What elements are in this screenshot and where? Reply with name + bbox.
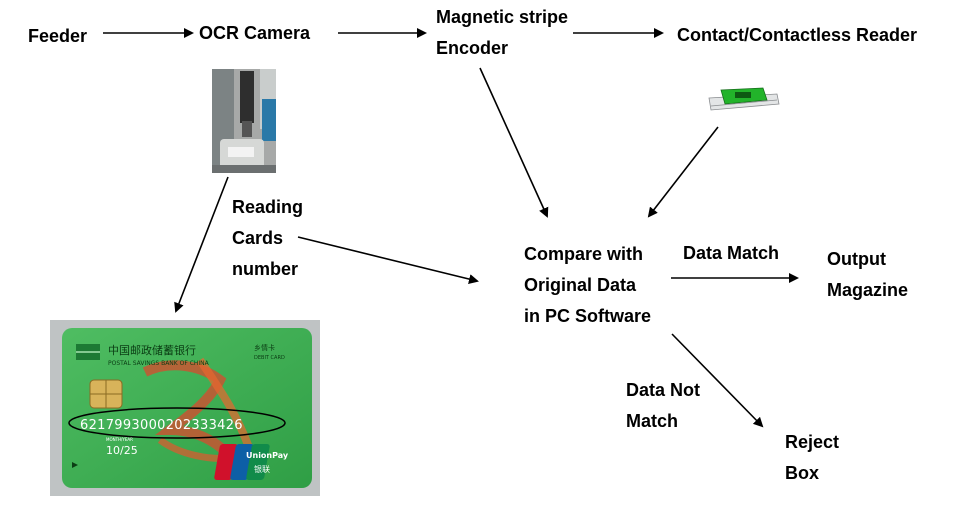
card-type-en: DEBIT CARD xyxy=(254,355,285,361)
chip-icon xyxy=(89,379,123,409)
magnetic-encoder-label: Magnetic stripe Encoder xyxy=(436,7,569,58)
card-type-cn: 乡情卡 xyxy=(254,343,275,352)
feeder-label: Feeder xyxy=(28,26,88,46)
unionpay-en: UnionPay xyxy=(246,451,289,460)
compare-label: Compare with Original Data in PC Softwar… xyxy=(524,244,652,326)
arrow-reading-to-compare xyxy=(297,236,479,284)
arrow-camera-to-card xyxy=(174,176,229,313)
arrow-compare-to-reject xyxy=(671,333,764,428)
arrow-reader-to-compare xyxy=(647,126,719,218)
bank-card-photo: 中国邮政储蓄银行 POSTAL SAVINGS BANK OF CHINA 乡情… xyxy=(50,320,320,496)
bank-name-en: POSTAL SAVINGS BANK OF CHINA xyxy=(108,360,210,367)
ocr-camera-label: OCR Camera xyxy=(199,23,311,43)
card-expiry: 10/25 xyxy=(106,444,138,457)
card-number: 6217993000202333426 xyxy=(80,418,243,433)
reading-cards-label: Reading Cards number xyxy=(232,197,304,279)
reject-box-label: Reject Box xyxy=(785,432,840,483)
valid-label: MONTH/YEAR xyxy=(106,437,133,442)
data-match-label: Data Match xyxy=(683,243,780,263)
reader-label: Contact/Contactless Reader xyxy=(677,25,918,45)
number-highlight-ellipse xyxy=(68,407,286,439)
output-magazine-label: Output Magazine xyxy=(827,249,909,300)
arrow-encoder-to-compare xyxy=(479,67,549,218)
unionpay-logo-icon: UnionPay 银联 xyxy=(214,444,289,480)
ocr-camera-photo xyxy=(212,69,276,173)
bank-name-cn: 中国邮政储蓄银行 xyxy=(108,343,196,357)
data-not-match-label: Data Not Match xyxy=(626,380,701,431)
contact-reader-photo xyxy=(707,84,780,114)
unionpay-cn: 银联 xyxy=(254,464,270,474)
bank-logo-icon xyxy=(76,344,100,360)
